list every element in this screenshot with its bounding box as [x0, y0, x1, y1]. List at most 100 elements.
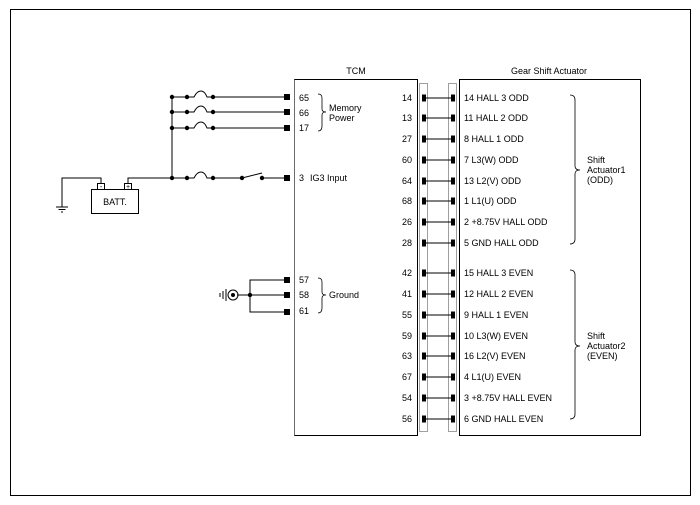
tcm-pin-66: 66	[299, 108, 309, 118]
connector-pin-marker	[422, 135, 426, 143]
tcm-pin-28: 28	[402, 238, 412, 248]
odd-group-label-line1: Shift	[587, 155, 606, 165]
tcm-pin-68: 68	[402, 196, 412, 206]
connector-pin-marker	[451, 177, 455, 185]
diagram-border	[10, 9, 691, 496]
tcm-block: TCM 65 66 17 3 57 58 61 Memory Power IG3…	[294, 66, 428, 436]
battery-minus-terminal	[97, 183, 105, 190]
tcm-left-pin-marker	[284, 125, 290, 131]
tcm-pin-59: 59	[402, 331, 412, 341]
connector-pin-marker	[451, 218, 455, 226]
battery-positive-wire	[127, 177, 172, 183]
ground-bracket	[317, 277, 327, 314]
actuator-pin-l2v-even: 16 L2(V) EVEN	[464, 351, 526, 361]
tcm-pin-56: 56	[402, 414, 412, 424]
tcm-connector-strip	[419, 83, 428, 432]
switch-contact-dot	[239, 175, 245, 181]
junction-dot	[169, 175, 175, 181]
connector-pin-marker	[451, 415, 455, 423]
ig3-input-label: IG3 Input	[310, 173, 348, 183]
actuator-pin-l3w-even: 10 L3(W) EVEN	[464, 331, 528, 341]
connector-pin-marker	[422, 114, 426, 122]
tcm-pin-14: 14	[402, 93, 412, 103]
tcm-left-pin-marker	[284, 292, 290, 298]
tcm-pin-27: 27	[402, 134, 412, 144]
battery-box	[91, 189, 139, 214]
tcm-left-pin-marker	[284, 175, 290, 181]
tcm-pin-64: 64	[402, 176, 412, 186]
junction-dot	[184, 125, 190, 131]
chassis-ground-icon	[56, 206, 68, 213]
actuator-pin-hall3-even: 15 HALL 3 EVEN	[464, 268, 533, 278]
memory-power-label-line1: Memory	[329, 103, 362, 113]
tcm-title: TCM	[346, 66, 366, 76]
even-group-label-line3: (EVEN)	[587, 351, 618, 361]
tcm-pin-67: 67	[402, 372, 412, 382]
battery-ground-wire	[61, 177, 102, 207]
junction-dot	[210, 94, 216, 100]
tcm-left-pin-marker	[284, 94, 290, 100]
actuator-box	[459, 79, 641, 436]
connector-pin-marker	[451, 135, 455, 143]
junction-dot	[169, 125, 175, 131]
tcm-pin-41: 41	[402, 289, 412, 299]
tcm-pin-13: 13	[402, 113, 412, 123]
connector-pin-marker	[422, 373, 426, 381]
tcm-left-pin-marker	[284, 309, 290, 315]
actuator-pin-l1u-even: 4 L1(U) EVEN	[464, 372, 521, 382]
tcm-actuator-wires	[422, 94, 455, 423]
ignition-switch-icon	[241, 172, 263, 179]
memory-power-bracket	[317, 93, 327, 132]
connector-pin-marker	[422, 239, 426, 247]
battery-label: BATT.	[103, 197, 127, 207]
actuator-pin-gnd-odd: 5 GND HALL ODD	[464, 238, 539, 248]
connector-pin-marker	[422, 156, 426, 164]
even-group-label-line2: Actuator2	[587, 341, 626, 351]
memory-feed-17	[172, 121, 284, 129]
actuator-pin-hall3-odd: 14 HALL 3 ODD	[464, 93, 529, 103]
actuator-pin-875v-even: 3 +8.75V HALL EVEN	[464, 393, 552, 403]
junction-dot	[169, 109, 175, 115]
connector-pin-marker	[422, 197, 426, 205]
connector-pin-marker	[451, 239, 455, 247]
connector-pin-marker	[451, 114, 455, 122]
actuator-pin-l2v-odd: 13 L2(V) ODD	[464, 176, 522, 186]
tcm-pin-60: 60	[402, 155, 412, 165]
connector-pin-marker	[422, 269, 426, 277]
connector-pin-marker	[422, 311, 426, 319]
connector-pin-marker	[451, 311, 455, 319]
battery-plus-sign: +	[126, 184, 130, 191]
connector-pin-marker	[422, 218, 426, 226]
connector-pin-marker	[422, 177, 426, 185]
tcm-right-pin-labels: 14 13 27 60 64 68 26 28 42 41 55 59 63 6…	[402, 93, 412, 424]
actuator-pin-hall2-even: 12 HALL 2 EVEN	[464, 289, 533, 299]
switch-contact-dot	[259, 175, 265, 181]
tcm-pin-55: 55	[402, 310, 412, 320]
actuator-pin-hall1-even: 9 HALL 1 EVEN	[464, 310, 528, 320]
odd-group-label-line2: Actuator1	[587, 165, 626, 175]
tcm-pin-63: 63	[402, 351, 412, 361]
tcm-pin-61: 61	[299, 306, 309, 316]
connector-pin-marker	[422, 415, 426, 423]
even-group-bracket	[569, 269, 581, 420]
actuator-pin-l1u-odd: 1 L1(U) ODD	[464, 196, 517, 206]
junction-dot	[210, 109, 216, 115]
actuator-pin-hall2-odd: 11 HALL 2 ODD	[464, 113, 529, 123]
connector-pin-marker	[422, 290, 426, 298]
junction-dot	[184, 109, 190, 115]
tcm-left-pin-labels: 65 66 17 3 57 58 61	[299, 93, 309, 316]
junction-dot	[210, 125, 216, 131]
connector-pin-marker	[422, 332, 426, 340]
tcm-pin-65: 65	[299, 93, 309, 103]
tcm-left-pin-marker	[284, 109, 290, 115]
actuator-pin-875v-odd: 2 +8.75V HALL ODD	[464, 217, 548, 227]
battery-minus-sign: -	[100, 184, 103, 191]
power-supply-circuit: BATT. - +	[56, 90, 290, 214]
tcm-left-pin-marker	[284, 277, 290, 283]
actuator-connector-strip	[448, 83, 457, 432]
junction-dot	[210, 175, 216, 181]
junction-dot	[169, 94, 175, 100]
actuator-block: Gear Shift Actuator 14 HALL 3 ODD 11 HAL…	[448, 66, 641, 436]
odd-group-label-line3: (ODD)	[587, 175, 613, 185]
odd-group-bracket	[569, 94, 581, 245]
